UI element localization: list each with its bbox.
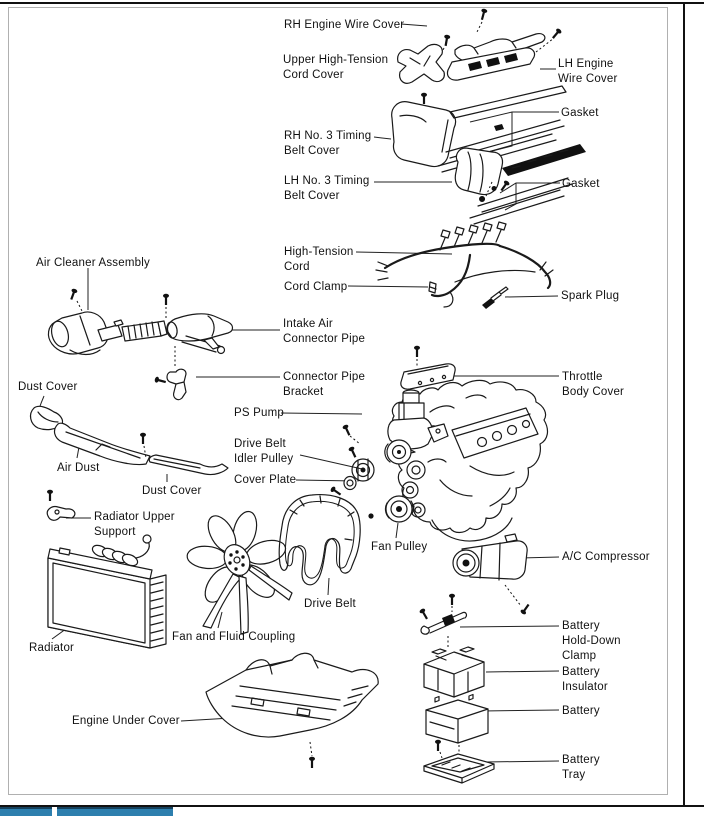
part-label-ps-pump: PS Pump xyxy=(234,407,284,419)
part-label-intake-air-connector-pipe: Intake Air Connector Pipe xyxy=(283,318,366,345)
part-label-lh-engine-wire-cover: LH Engine Wire Cover xyxy=(558,58,618,85)
part-label-fan-pulley: Fan Pulley xyxy=(371,541,428,553)
right-divider xyxy=(683,2,685,806)
part-label-gasket-top: Gasket xyxy=(561,107,599,119)
part-label-spark-plug: Spark Plug xyxy=(561,290,620,302)
part-label-drive-belt: Drive Belt xyxy=(304,598,356,610)
part-label-dust-cover-left: Dust Cover xyxy=(18,381,78,393)
part-label-dust-cover-mid: Dust Cover xyxy=(142,485,202,497)
part-label-throttle-body-cover: Throttle Body Cover xyxy=(562,371,625,398)
part-label-connector-pipe-bracket: Connector Pipe Bracket xyxy=(283,371,366,398)
part-label-ac-compressor: A/C Compressor xyxy=(562,551,650,563)
part-label-cord-clamp: Cord Clamp xyxy=(284,281,348,293)
part-label-radiator: Radiator xyxy=(29,642,75,654)
part-label-gasket-bottom: Gasket xyxy=(562,178,600,190)
bottom-divider xyxy=(0,805,704,807)
part-label-battery-insulator: Battery Insulator xyxy=(562,666,608,693)
part-label-battery-tray: Battery Tray xyxy=(562,754,600,781)
part-label-engine-under-cover: Engine Under Cover xyxy=(72,715,180,727)
part-label-radiator-upper-support: Radiator Upper Support xyxy=(94,511,175,538)
part-label-cover-plate: Cover Plate xyxy=(234,474,297,486)
part-label-air-dust: Air Dust xyxy=(57,462,100,474)
part-label-rh-engine-wire-cover: RH Engine Wire Cover xyxy=(284,19,405,31)
bottom-toolbar-button-1[interactable] xyxy=(0,807,52,816)
part-label-air-cleaner-assembly: Air Cleaner Assembly xyxy=(36,257,150,269)
part-label-high-tension-cord: High-Tension Cord xyxy=(284,246,354,273)
part-label-rh-no3-timing-belt-cover: RH No. 3 Timing Belt Cover xyxy=(284,130,372,157)
part-label-battery-hold-down-clamp: Battery Hold-Down Clamp xyxy=(562,620,621,662)
part-label-battery: Battery xyxy=(562,705,600,717)
part-label-fan-and-fluid-coupling: Fan and Fluid Coupling xyxy=(172,631,296,643)
part-label-drive-belt-idler-pulley: Drive Belt Idler Pulley xyxy=(234,438,294,465)
part-label-upper-high-tension-cord-cover: Upper High-Tension Cord Cover xyxy=(283,54,389,81)
part-label-lh-no3-timing-belt-cover: LH No. 3 Timing Belt Cover xyxy=(284,175,370,202)
top-divider xyxy=(0,2,704,4)
bottom-toolbar-button-2[interactable] xyxy=(57,807,173,816)
